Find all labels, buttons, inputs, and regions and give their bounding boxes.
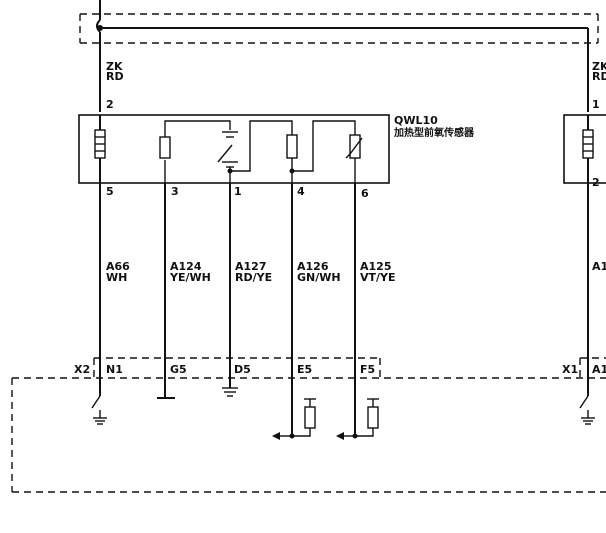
pin-4-label: 4 — [297, 185, 305, 198]
right-connector-id: X1 — [562, 363, 578, 376]
wire-5-color: VT/YE — [360, 271, 396, 284]
wire-2-code: A124 — [170, 260, 202, 273]
splice-dot — [97, 25, 103, 31]
ecu-pin-d5: D5 — [234, 363, 251, 376]
e5-input-circuit — [272, 398, 316, 440]
wire-4-code: A126 — [297, 260, 329, 273]
ecu-pin-e5: E5 — [297, 363, 312, 376]
wire-4-color: GN/WH — [297, 271, 341, 284]
right-top-wire-color: RD — [592, 70, 606, 83]
ground-icon — [222, 387, 238, 397]
wire-5-code: A125 — [360, 260, 391, 273]
component-id: QWL10 — [394, 114, 438, 127]
ground-switch-icon — [91, 395, 107, 425]
pin-5-label: 5 — [106, 185, 114, 198]
pin-6-label: 6 — [361, 187, 369, 200]
right-top-wire-code: ZK — [592, 60, 606, 73]
wire-3-color: RD/YE — [235, 271, 272, 284]
f5-input-circuit — [336, 398, 379, 440]
top-wire-code: ZK — [106, 60, 123, 73]
right-partial-sensor — [563, 114, 606, 425]
supply-wire — [96, 0, 589, 112]
ecu-pin-f5: F5 — [360, 363, 375, 376]
wire-1-color: WH — [106, 271, 127, 284]
ecu-pin-n1: N1 — [106, 363, 123, 376]
pin-top-label: 2 — [106, 98, 114, 111]
ecu-pin-g5: G5 — [170, 363, 187, 376]
top-dashed-frame — [79, 13, 599, 44]
heater-element-icon — [94, 115, 106, 183]
right-pin-top: 1 — [592, 98, 600, 111]
wire-1-code: A66 — [106, 260, 130, 273]
pin-3-label: 3 — [171, 185, 179, 198]
ecu-dashed-box — [11, 377, 606, 493]
resistor-icon-2 — [286, 134, 298, 159]
ecu-connector-id: X2 — [74, 363, 90, 376]
harness-wires — [99, 183, 356, 436]
wire-3-code: A127 — [235, 260, 266, 273]
right-wire-code: A1 — [592, 260, 606, 273]
sensor-internal-circuit — [159, 120, 363, 183]
ecu-connector-strip — [93, 357, 381, 378]
right-pin-bottom: 2 — [592, 176, 600, 189]
right-connector-pin: A1 — [592, 363, 606, 376]
sensor-box — [78, 114, 390, 184]
component-name: 加热型前氧传感器 — [393, 126, 475, 139]
pin-1-label: 1 — [234, 185, 242, 198]
resistor-icon — [159, 136, 171, 159]
wire-2-color: YE/WH — [169, 271, 211, 284]
top-wire-color: RD — [106, 70, 124, 83]
